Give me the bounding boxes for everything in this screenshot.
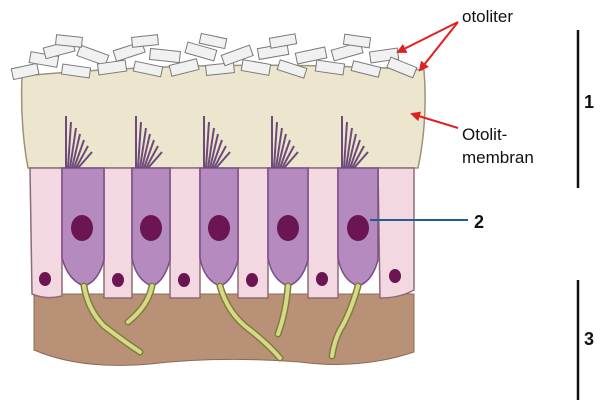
supporting-cell-nucleus xyxy=(316,272,328,286)
hair-cell-nucleus xyxy=(347,215,369,241)
hair-cell-nucleus xyxy=(277,215,299,241)
hair-cell-nucleus xyxy=(71,215,93,241)
otolith-crystal xyxy=(149,48,180,62)
membrane-label-line1: Otolit- xyxy=(462,125,507,144)
hair-cell-nucleus xyxy=(140,215,162,241)
otolith-crystal xyxy=(269,34,296,48)
hair-cell-nucleus xyxy=(208,215,230,241)
number-label-1: 1 xyxy=(584,92,594,112)
membrane-label-line2: membran xyxy=(462,148,534,167)
otoliter-arrow xyxy=(398,22,458,52)
supporting-cell-nucleus xyxy=(112,273,124,287)
supporting-cell-nucleus xyxy=(389,269,401,283)
supporting-cell-nucleus xyxy=(39,272,51,286)
otolith-crystal xyxy=(132,35,159,48)
supporting-cell-nucleus xyxy=(246,273,258,287)
number-label-3: 3 xyxy=(584,329,594,349)
otoliter-label: otoliter xyxy=(462,7,513,26)
otolith-crystal xyxy=(56,35,83,48)
number-label-2: 2 xyxy=(474,212,484,232)
supporting-cell-nucleus xyxy=(178,273,190,287)
otoliter-arrow xyxy=(420,22,458,70)
